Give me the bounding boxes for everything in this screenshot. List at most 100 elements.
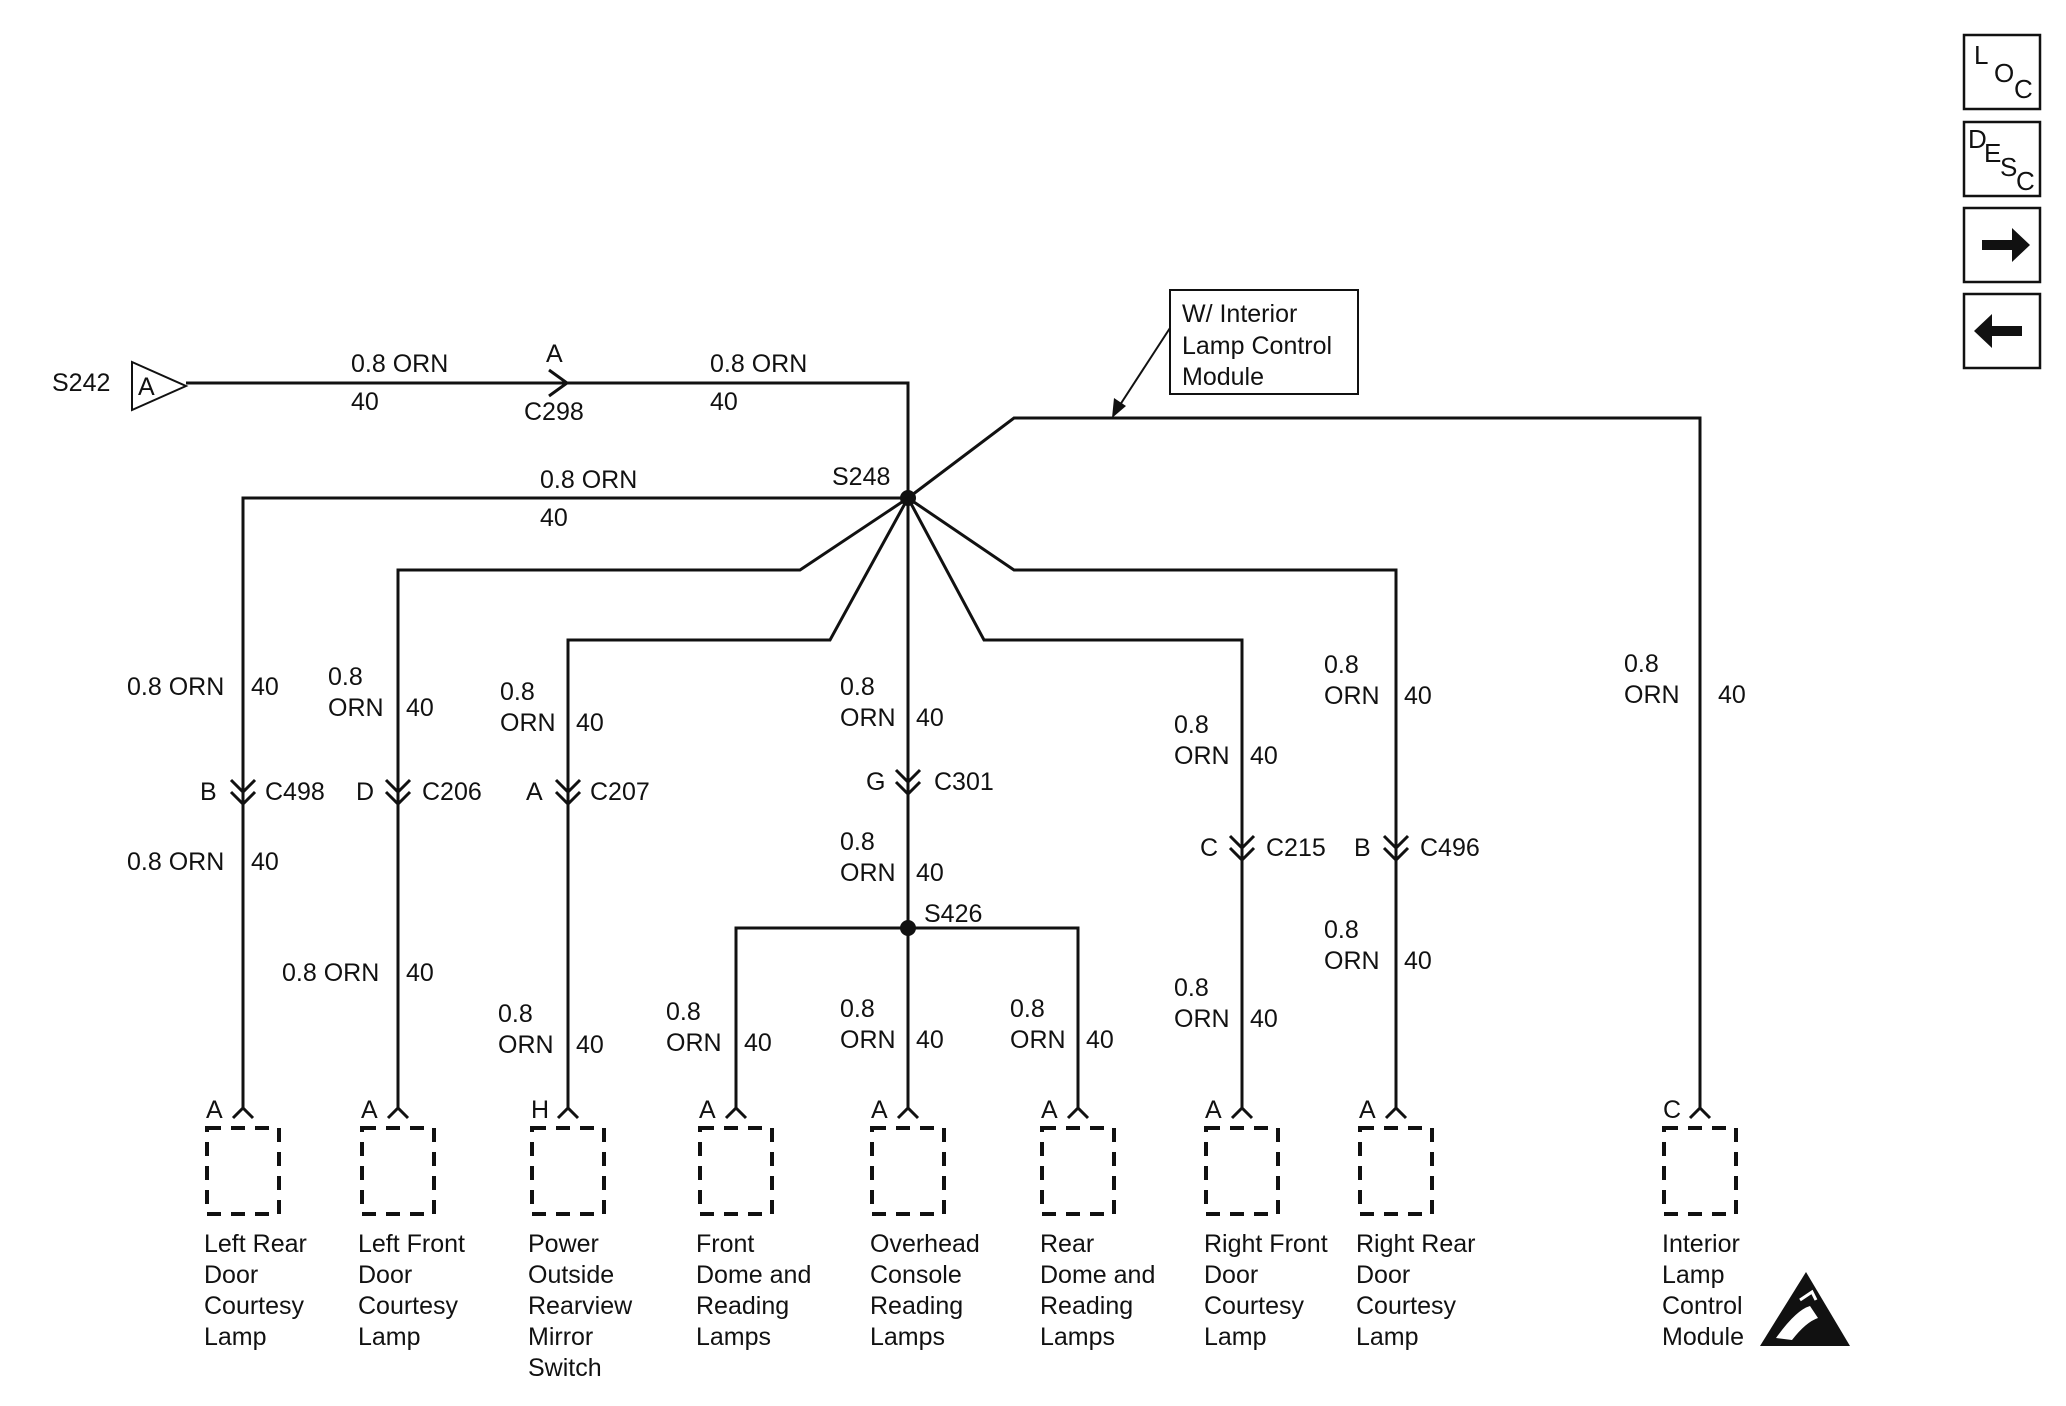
- loc-button[interactable]: L O C: [1962, 33, 2042, 111]
- b2-lower-circuit: 40: [406, 959, 434, 987]
- component-name-line: Lamps: [1040, 1323, 1115, 1351]
- component-pin-label: H: [531, 1096, 549, 1124]
- b4-upper-circuit: 40: [916, 704, 944, 732]
- component-pin-label: A: [206, 1096, 223, 1124]
- component-name-line: Switch: [528, 1354, 602, 1382]
- b5-upper-gauge-a: 0.8: [1174, 711, 1209, 739]
- b5-lower-gauge-a: 0.8: [1174, 974, 1209, 1002]
- source-connector-letter: A: [138, 373, 155, 401]
- b3-lower-circuit: 40: [576, 1031, 604, 1059]
- component-pin-label: A: [699, 1096, 716, 1124]
- component-name-line: Dome and: [1040, 1261, 1155, 1289]
- c215-chevron-icon: [1228, 834, 1256, 863]
- c498-connector: B C498: [200, 778, 325, 807]
- desc-letter-1: D: [1968, 124, 1987, 154]
- b4-upper-gauge-a: 0.8: [840, 673, 875, 701]
- b5-upper-gauge-b: ORN: [1174, 742, 1230, 770]
- component-name-line: Rearview: [528, 1292, 633, 1320]
- forward-button[interactable]: [1962, 206, 2042, 284]
- component-name-line: Module: [1662, 1323, 1744, 1351]
- c496-connector: B C496: [1354, 834, 1480, 863]
- component-name-line: Mirror: [528, 1323, 593, 1351]
- component-terminal: [231, 1105, 255, 1120]
- wire-to-interior-module: [907, 416, 1702, 1110]
- source-splice-label: S242: [52, 369, 110, 397]
- component-name-line: Dome and: [696, 1261, 811, 1289]
- component-name-line: Courtesy: [1204, 1292, 1305, 1320]
- desc-letter-3: S: [2000, 152, 2017, 182]
- b6-lower-gauge-a: 0.8: [1324, 916, 1359, 944]
- b2-upper-gauge-b: ORN: [328, 694, 384, 722]
- c215-connector: C C215: [1200, 834, 1326, 863]
- note-arrow: [1117, 327, 1171, 409]
- c206-connector: D C206: [356, 778, 482, 807]
- s248-label: S248: [832, 463, 890, 491]
- component-pin-label: A: [1205, 1096, 1222, 1124]
- component-name-line: Lamps: [870, 1323, 945, 1351]
- component-name-line: Lamp: [1204, 1323, 1267, 1351]
- b1-lower-circuit: 40: [251, 848, 279, 876]
- b5-upper-circuit: 40: [1250, 742, 1278, 770]
- c301-connector: G C301: [866, 768, 994, 797]
- component-box: [870, 1126, 946, 1216]
- c301-chevron-icon: [894, 768, 922, 797]
- b3-upper-gauge-a: 0.8: [500, 678, 535, 706]
- component-name-line: Rear: [1040, 1230, 1094, 1258]
- component-terminal: [724, 1105, 748, 1120]
- b7-circuit: 40: [1718, 681, 1746, 709]
- component-name-line: Lamp: [204, 1323, 267, 1351]
- top-wire: [186, 381, 910, 498]
- c206-chevron-icon: [384, 778, 412, 807]
- b3-lower-gauge-a: 0.8: [498, 1000, 533, 1028]
- s426-mid-gauge-b: ORN: [840, 1026, 896, 1054]
- wire-right-rear: [907, 496, 1398, 1110]
- left-branch-circuit: 40: [540, 504, 568, 532]
- b6-lower-circuit: 40: [1404, 947, 1432, 975]
- desc-button[interactable]: D E S C: [1962, 120, 2042, 198]
- c496-pin: B: [1354, 834, 1371, 862]
- top-wire-right-circuit: 40: [710, 388, 738, 416]
- c298-pin: A: [546, 340, 563, 368]
- c207-label: C207: [590, 778, 650, 806]
- b2-upper-gauge-a: 0.8: [328, 663, 363, 691]
- component-name-line: Lamps: [696, 1323, 771, 1351]
- note-line-1: W/ Interior: [1182, 300, 1297, 328]
- wire-mirror-switch: [566, 497, 910, 1110]
- component-pin-label: A: [361, 1096, 378, 1124]
- component-name-line: Door: [358, 1261, 412, 1289]
- b5-lower-circuit: 40: [1250, 1005, 1278, 1033]
- back-button[interactable]: [1962, 292, 2042, 370]
- component-terminal: [386, 1105, 410, 1120]
- component-pin-label: C: [1663, 1096, 1681, 1124]
- c206-label: C206: [422, 778, 482, 806]
- left-branch-gauge: 0.8 ORN: [540, 466, 637, 494]
- component-name-line: Right Front: [1204, 1230, 1328, 1258]
- component-terminal: [556, 1105, 580, 1120]
- component-pin-label: A: [1359, 1096, 1376, 1124]
- c207-pin: A: [526, 778, 543, 806]
- top-wire-left-gauge: 0.8 ORN: [351, 350, 448, 378]
- component-name-line: Courtesy: [204, 1292, 305, 1320]
- component-box: [1204, 1126, 1280, 1216]
- b7-gauge-b: ORN: [1624, 681, 1680, 709]
- component-terminal: [1230, 1105, 1254, 1120]
- wire-left-front: [396, 496, 909, 1110]
- b6-upper-circuit: 40: [1404, 682, 1432, 710]
- top-wire-left-circuit: 40: [351, 388, 379, 416]
- component-name-line: Console: [870, 1261, 962, 1289]
- component-name-line: Left Front: [358, 1230, 465, 1258]
- component-box: [1358, 1126, 1434, 1216]
- s426-left-gauge-b: ORN: [666, 1029, 722, 1057]
- s426-splice-dot: [900, 920, 916, 936]
- b7-gauge-a: 0.8: [1624, 650, 1659, 678]
- component-name-line: Reading: [696, 1292, 789, 1320]
- component-name-line: Reading: [870, 1292, 963, 1320]
- component-name-line: Interior: [1662, 1230, 1740, 1258]
- c215-pin: C: [1200, 834, 1218, 862]
- arrow-right-icon: [1982, 228, 2030, 262]
- loc-letter-3: C: [2014, 74, 2033, 104]
